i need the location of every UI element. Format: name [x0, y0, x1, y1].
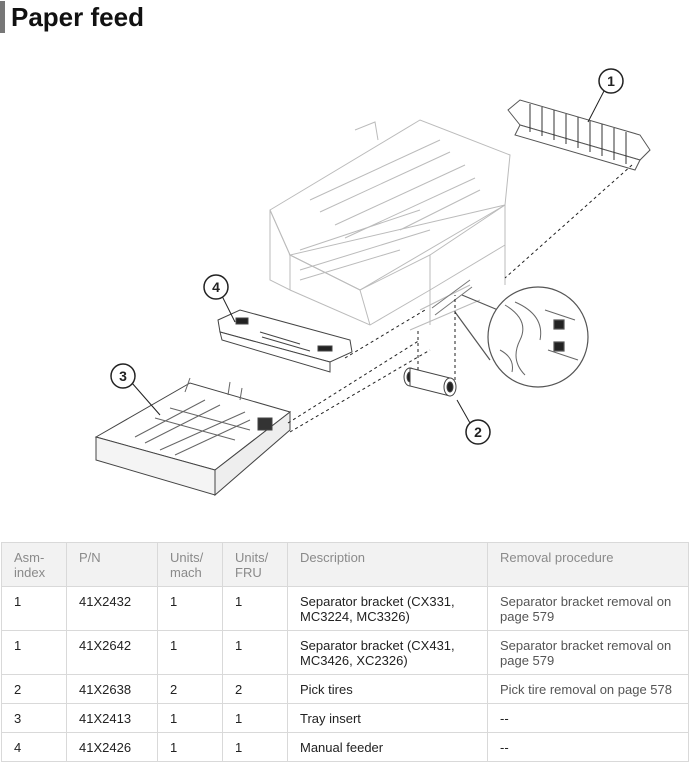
cell-units-fru: 1: [222, 703, 288, 733]
cell-pn: 41X2432: [66, 586, 158, 631]
table-header-row: Asm- index P/N Units/ mach Units/ FRU De…: [1, 542, 689, 587]
cell-asm-index: 4: [1, 732, 67, 762]
table-row: 2 41X2638 2 2 Pick tires Pick tire remov…: [1, 674, 689, 704]
header-removal-procedure: Removal procedure: [487, 542, 689, 587]
cell-removal-link[interactable]: Pick tire removal on page 578: [487, 674, 689, 704]
callout-3: 3: [110, 363, 161, 416]
cell-units-fru: 2: [222, 674, 288, 704]
cell-units-mach: 1: [157, 630, 223, 675]
callout-label-1: 1: [607, 73, 615, 89]
page-header: Paper feed: [0, 0, 144, 34]
cell-asm-index: 1: [1, 630, 67, 675]
title-accent-bar: [0, 1, 5, 33]
cell-removal-procedure: --: [487, 703, 689, 733]
cell-description: Pick tires: [287, 674, 488, 704]
callout-label-4: 4: [212, 279, 220, 295]
leader-lines: [287, 164, 633, 433]
pick-tires-part: [403, 367, 457, 397]
header-pn: P/N: [66, 542, 158, 587]
header-units-fru: Units/ FRU: [222, 542, 288, 587]
cell-pn: 41X2426: [66, 732, 158, 762]
cell-removal-procedure: --: [487, 732, 689, 762]
callout-2: 2: [456, 399, 491, 445]
cell-pn: 41X2642: [66, 630, 158, 675]
cell-removal-link[interactable]: Separator bracket removal on page 579: [487, 630, 689, 675]
cell-description: Separator bracket (CX331, MC3224, MC3326…: [287, 586, 488, 631]
header-units-mach: Units/ mach: [157, 542, 223, 587]
callout-4: 4: [203, 274, 236, 323]
cell-asm-index: 1: [1, 586, 67, 631]
cell-description: Separator bracket (CX431, MC3426, XC2326…: [287, 630, 488, 675]
cell-units-mach: 1: [157, 586, 223, 631]
callout-label-2: 2: [474, 424, 482, 440]
cell-units-fru: 1: [222, 732, 288, 762]
cell-units-mach: 1: [157, 703, 223, 733]
cell-units-mach: 1: [157, 732, 223, 762]
cell-asm-index: 3: [1, 703, 67, 733]
callout-1: 1: [587, 68, 624, 123]
cell-description: Tray insert: [287, 703, 488, 733]
cell-asm-index: 2: [1, 674, 67, 704]
cell-units-mach: 2: [157, 674, 223, 704]
header-asm-index: Asm- index: [1, 542, 67, 587]
table-row: 3 41X2413 1 1 Tray insert --: [1, 703, 689, 733]
printer-frame: [269, 119, 511, 331]
tray-insert-part: [94, 377, 292, 497]
callout-label-3: 3: [119, 368, 127, 384]
table-row: 4 41X2426 1 1 Manual feeder --: [1, 732, 689, 762]
table-row: 1 41X2432 1 1 Separator bracket (CX331, …: [1, 586, 689, 631]
detail-zoom-view: [454, 286, 589, 388]
page-title: Paper feed: [11, 2, 144, 32]
separator-bracket-part: [507, 99, 651, 171]
cell-removal-link[interactable]: Separator bracket removal on page 579: [487, 586, 689, 631]
cell-description: Manual feeder: [287, 732, 488, 762]
cell-units-fru: 1: [222, 586, 288, 631]
header-description: Description: [287, 542, 488, 587]
exploded-parts-diagram: 1 2 3 4: [94, 68, 651, 497]
table-row: 1 41X2642 1 1 Separator bracket (CX431, …: [1, 630, 689, 675]
cell-units-fru: 1: [222, 630, 288, 675]
manual-feeder-part: [217, 309, 353, 373]
cell-pn: 41X2638: [66, 674, 158, 704]
cell-pn: 41X2413: [66, 703, 158, 733]
parts-table: Asm- index P/N Units/ mach Units/ FRU De…: [1, 542, 689, 762]
